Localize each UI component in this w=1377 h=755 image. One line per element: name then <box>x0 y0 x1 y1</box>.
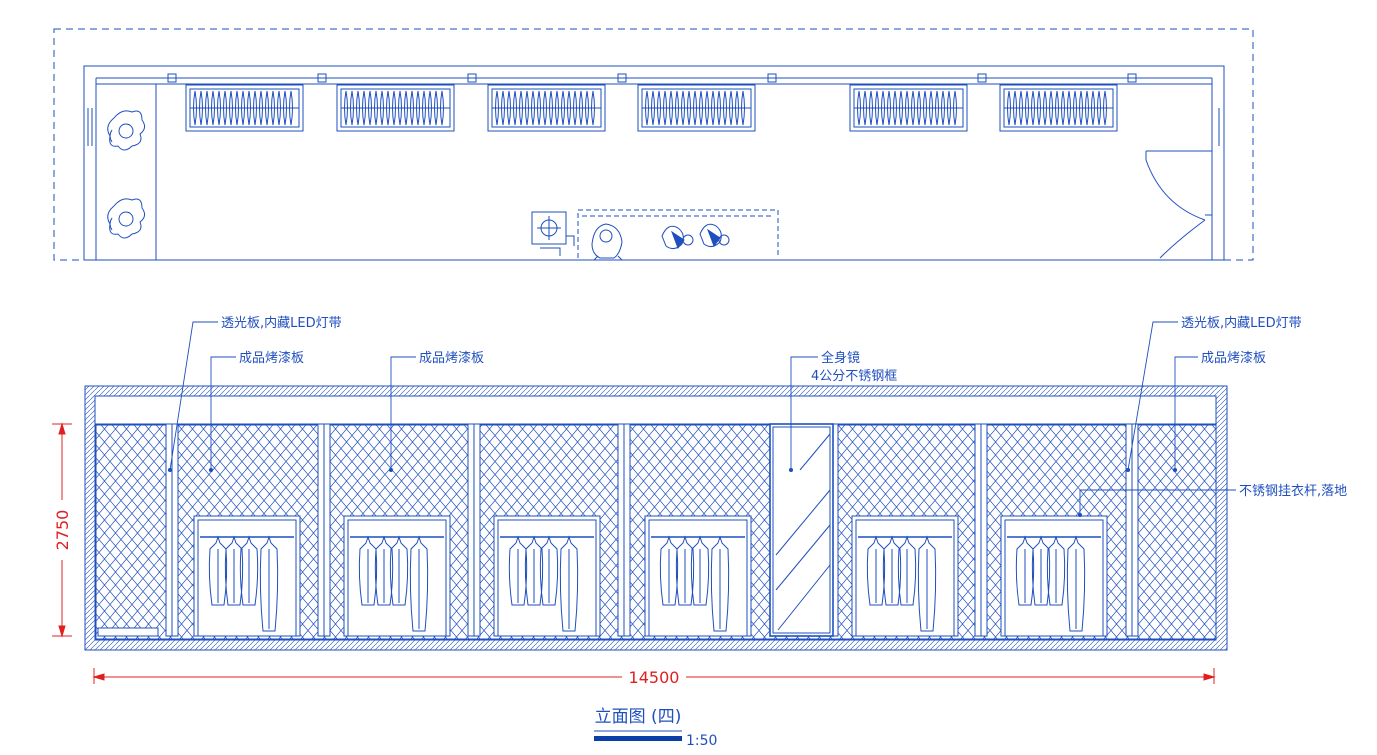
plan-rack-6 <box>999 84 1118 132</box>
title-underline-bar <box>594 736 682 741</box>
label-paint-panel-1: 成品烤漆板 <box>239 350 304 366</box>
plan-view <box>53 28 1254 261</box>
base-skirting <box>97 627 159 637</box>
elevation-bay-6 <box>1000 515 1108 637</box>
elevation-view <box>84 385 1228 651</box>
plan-rack-4 <box>637 84 756 132</box>
plan-rack-2 <box>336 84 455 132</box>
plan-boundary-dashed <box>53 28 1254 261</box>
dimension-width: 14500 <box>629 668 680 687</box>
dimension-lines <box>52 422 1216 684</box>
full-length-mirror <box>769 423 834 637</box>
label-led-light-box-left: 透光板,内藏LED灯带 <box>221 315 342 331</box>
elevation-bay-2 <box>343 515 451 637</box>
label-hanging-rod: 不锈钢挂衣杆,落地 <box>1239 483 1347 499</box>
elevation-clothing-bays <box>193 515 1108 637</box>
label-paint-panel-2: 成品烤漆板 <box>419 350 484 366</box>
door-symbol <box>1145 150 1212 259</box>
dimension-height: 2750 <box>53 510 72 551</box>
label-paint-panel-3: 成品烤漆板 <box>1201 350 1266 366</box>
label-mirror-line1: 全身镜 <box>821 350 860 366</box>
elevation-bay-4 <box>644 515 752 637</box>
drawing-scale: 1:50 <box>686 733 717 749</box>
elevation-bay-1 <box>193 515 301 637</box>
plan-rack-1 <box>185 84 304 132</box>
standing-figure <box>591 223 623 261</box>
seated-figure-top <box>107 110 146 151</box>
label-mirror-line2: 4公分不锈钢框 <box>811 369 897 384</box>
leader-lines <box>167 321 1236 518</box>
seated-figure-bottom <box>107 198 146 239</box>
chair-figures <box>661 223 730 250</box>
elevation-bay-5 <box>851 515 959 637</box>
plan-rack-3 <box>487 84 606 132</box>
plan-outer-wall <box>83 65 1225 261</box>
plan-rack-5 <box>849 84 968 132</box>
counter-dashed <box>577 209 779 258</box>
plan-clothing-racks <box>185 84 1118 132</box>
label-led-light-box-right: 透光板,内藏LED灯带 <box>1181 315 1302 331</box>
drawing-title: 立面图 (四) <box>595 707 682 727</box>
plan-wall-ticks <box>167 73 1137 83</box>
elevation-bay-3 <box>493 515 601 637</box>
cash-register-icon <box>531 211 575 256</box>
